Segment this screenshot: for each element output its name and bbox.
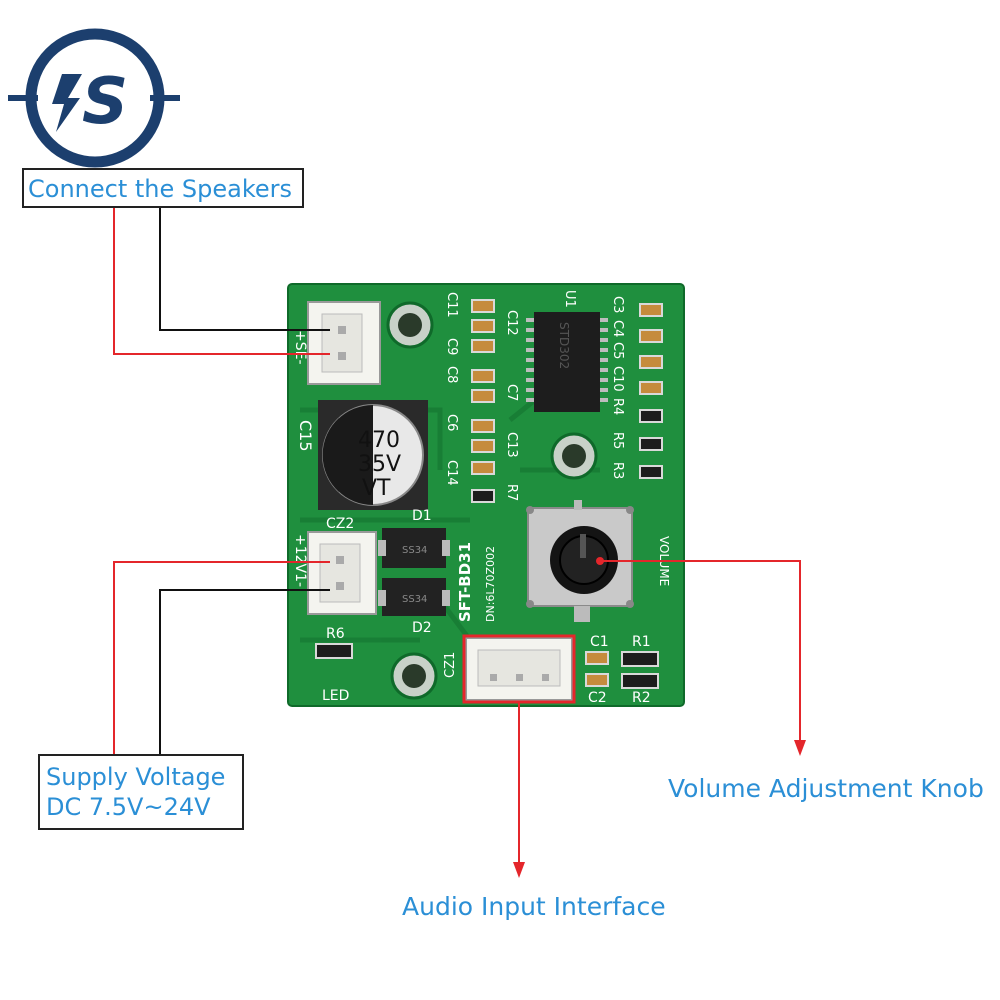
svg-text:C10: C10 bbox=[610, 366, 625, 392]
pcb-board: 470 35V VT STD302 bbox=[287, 283, 685, 707]
speakers-label: Connect the Speakers bbox=[22, 168, 304, 208]
svg-text:C5: C5 bbox=[610, 342, 625, 359]
svg-text:SS34: SS34 bbox=[402, 545, 427, 556]
svg-text:C2: C2 bbox=[588, 690, 607, 706]
logo-letter: S bbox=[82, 65, 128, 139]
svg-text:SFT-BD31: SFT-BD31 bbox=[456, 542, 474, 622]
svg-text:C8: C8 bbox=[444, 366, 459, 383]
svg-text:C4: C4 bbox=[610, 320, 625, 337]
svg-text:C7: C7 bbox=[504, 384, 519, 401]
volume-knob-label: Volume Adjustment Knob bbox=[668, 774, 984, 803]
speakers-label-text: Connect the Speakers bbox=[28, 175, 292, 203]
volume-potentiometer bbox=[526, 500, 634, 622]
mounting-hole bbox=[390, 652, 438, 700]
svg-text:R6: R6 bbox=[326, 626, 345, 642]
silkscreen: +SE- +12V1- CZ2 D1 D2 R6 LED C15 C11 C9 … bbox=[292, 290, 671, 706]
speaker-wire-red bbox=[113, 208, 330, 355]
speaker-wire-black bbox=[159, 208, 330, 331]
svg-text:+SE-: +SE- bbox=[292, 330, 308, 365]
electrolytic-capacitor: 470 35V VT bbox=[318, 400, 428, 510]
power-connector bbox=[307, 531, 377, 615]
svg-text:35V: 35V bbox=[358, 452, 401, 477]
svg-text:CZ2: CZ2 bbox=[326, 516, 354, 532]
svg-text:SS34: SS34 bbox=[402, 594, 427, 605]
svg-text:R1: R1 bbox=[632, 634, 651, 650]
svg-text:C14: C14 bbox=[444, 460, 459, 486]
supply-wire-red bbox=[113, 561, 330, 754]
svg-text:C3: C3 bbox=[610, 296, 625, 313]
audio-input-connector bbox=[465, 637, 573, 701]
audio-input-callout bbox=[462, 634, 576, 878]
supply-wire-black bbox=[159, 589, 330, 754]
audio-input-label: Audio Input Interface bbox=[402, 892, 666, 921]
svg-text:C13: C13 bbox=[504, 432, 519, 458]
svg-text:R4: R4 bbox=[610, 398, 625, 415]
supply-voltage-line1: Supply Voltage bbox=[46, 763, 226, 791]
svg-text:D1: D1 bbox=[412, 508, 432, 524]
diode-d2: SS34 bbox=[378, 578, 450, 616]
supply-voltage-label: Supply Voltage DC 7.5V~24V bbox=[38, 754, 244, 830]
svg-text:C11: C11 bbox=[444, 292, 459, 318]
svg-text:CZ1: CZ1 bbox=[443, 652, 458, 678]
svg-text:D2: D2 bbox=[412, 620, 432, 636]
mounting-hole bbox=[550, 432, 598, 480]
svg-text:R2: R2 bbox=[632, 690, 651, 706]
brand-logo: S bbox=[8, 28, 180, 168]
svg-text:C15: C15 bbox=[296, 420, 315, 452]
supply-voltage-line2: DC 7.5V~24V bbox=[46, 793, 211, 821]
amplifier-chip: STD302 bbox=[526, 312, 608, 412]
svg-text:+12V1-: +12V1- bbox=[292, 534, 308, 587]
svg-text:R3: R3 bbox=[610, 462, 625, 479]
arrow-down-icon bbox=[513, 862, 525, 878]
svg-text:470: 470 bbox=[358, 428, 400, 453]
speaker-wires bbox=[113, 208, 330, 355]
svg-text:DN:6L70Z002: DN:6L70Z002 bbox=[484, 546, 497, 622]
svg-text:U1: U1 bbox=[562, 290, 577, 308]
arrow-down-icon bbox=[794, 740, 806, 756]
svg-text:C6: C6 bbox=[444, 414, 459, 431]
speaker-connector bbox=[307, 301, 381, 385]
mounting-hole bbox=[386, 301, 434, 349]
volume-callout bbox=[596, 557, 806, 756]
svg-text:C9: C9 bbox=[444, 338, 459, 355]
supply-wires bbox=[113, 561, 330, 754]
svg-text:R7: R7 bbox=[504, 484, 519, 501]
svg-text:VT: VT bbox=[362, 476, 391, 501]
svg-text:STD302: STD302 bbox=[557, 322, 571, 369]
diode-d1: SS34 bbox=[378, 528, 450, 568]
smd-components bbox=[315, 299, 663, 689]
svg-text:LED: LED bbox=[322, 688, 349, 704]
svg-text:C12: C12 bbox=[504, 310, 519, 336]
svg-text:C1: C1 bbox=[590, 634, 609, 650]
bolt-icon bbox=[52, 74, 82, 132]
svg-text:R5: R5 bbox=[610, 432, 625, 449]
